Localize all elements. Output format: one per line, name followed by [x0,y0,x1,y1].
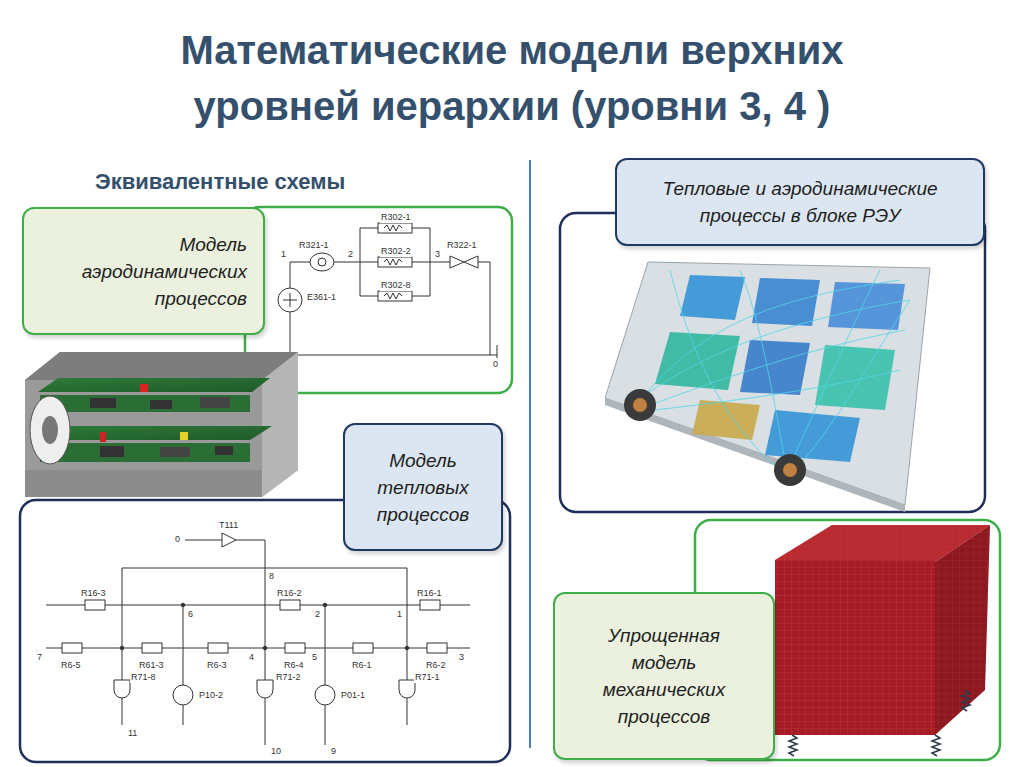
schematic-label: T111 [218,520,239,531]
panel-frame [560,213,985,512]
callout-text: Упрощенная модель механических процессов [585,622,743,730]
schematic-label: 8 [268,571,275,582]
schematic-label: R71-1 [414,672,441,683]
schematic-label: 6 [187,609,194,620]
schematic-label: 0 [174,534,181,545]
schematic-label: R302-1 [380,212,412,223]
schematic-label: R6-3 [206,660,228,671]
schematic-label: 9 [330,746,337,757]
schematic-label: R6-4 [283,660,305,671]
board-housing [25,352,298,497]
schematic-label: 2 [347,249,354,260]
callout-text: Модель тепловых процессов [355,447,491,528]
callout-box: Модель тепловых процессов [343,423,503,551]
schematic-label: 10 [270,746,282,757]
section-heading: Эквивалентные схемы [95,168,345,196]
schematic-label: R6-1 [351,660,373,671]
schematic-label: P10-2 [198,690,224,701]
schematic-label: E361-1 [306,292,337,303]
callout-text: Модель аэродинамических процессов [40,231,247,312]
schematic-label: 3 [458,652,465,663]
aero-schematic [278,223,497,358]
schematic-label: P01-1 [340,690,366,701]
schematic-label: 3 [434,249,441,260]
schematic-label: 7 [36,652,43,663]
mechanical-cube [775,525,990,756]
schematic-label: R6-5 [60,660,82,671]
schematic-label: R71-8 [130,672,157,683]
divider-line [529,160,531,748]
schematic-label: 1 [396,609,403,620]
thermal-flow-model [605,262,930,512]
thermal-schematic [46,533,470,745]
schematic-label: R71-2 [275,672,302,683]
schematic-label: R16-2 [276,588,303,599]
schematic-label: R322-1 [446,240,478,251]
callout-text: Тепловые и аэродинамические процессы в б… [627,175,973,229]
schematic-label: 0 [492,359,499,370]
schematic-label: R16-1 [416,588,443,599]
schematic-label: 5 [311,652,318,663]
schematic-label: 2 [314,609,321,620]
schematic-label: R6-2 [425,660,447,671]
schematic-label: R302-8 [380,280,412,291]
schematic-label: 11 [127,728,138,739]
slide-title: Математические модели верхних уровней ие… [102,22,922,134]
callout-box: Тепловые и аэродинамические процессы в б… [615,158,985,246]
callout-box: Упрощенная модель механических процессов [553,592,775,760]
schematic-label: R321-1 [298,240,330,251]
schematic-label: R302-2 [380,246,412,257]
schematic-label: R61-3 [138,660,165,671]
callout-box: Модель аэродинамических процессов [22,207,265,335]
schematic-label: 1 [280,249,287,260]
schematic-label: R16-3 [80,588,107,599]
schematic-label: 4 [248,652,255,663]
